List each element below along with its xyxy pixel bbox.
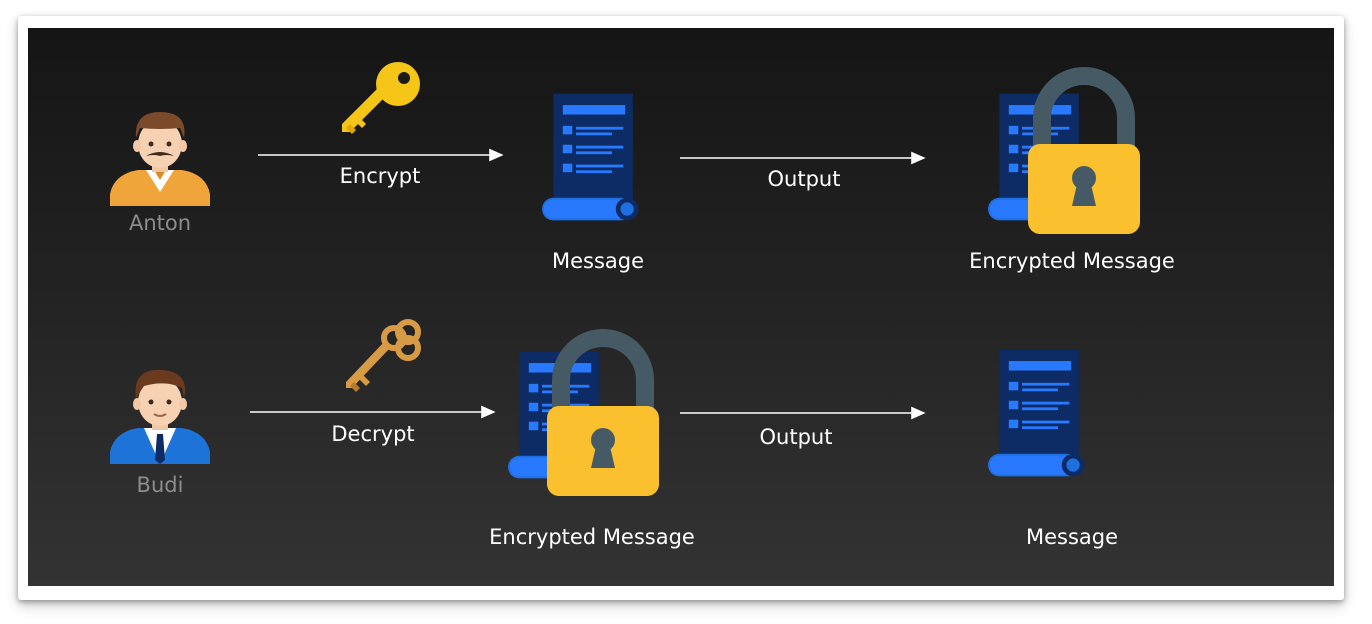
output-label-1: Output — [767, 167, 841, 191]
input-label-encrypted-message: Encrypted Message — [489, 525, 695, 549]
padlock-icon — [1028, 66, 1140, 234]
person-anton-icon — [110, 112, 210, 206]
result-label-encrypted-message: Encrypted Message — [969, 249, 1175, 273]
result-label-message: Message — [1025, 525, 1119, 549]
key-icon — [342, 62, 420, 134]
output-label-2: Output — [759, 425, 833, 449]
person-name-budi: Budi — [136, 473, 184, 497]
arrow-output-2 — [680, 406, 926, 420]
action-label-encrypt: Encrypt — [339, 164, 421, 188]
arrow-encrypt — [258, 148, 504, 162]
padlock-icon — [547, 328, 659, 496]
input-label-message: Message — [551, 249, 645, 273]
person-budi-icon — [110, 369, 210, 464]
arrow-output-1 — [680, 151, 926, 165]
document-icon — [988, 349, 1085, 477]
arrow-decrypt — [250, 405, 496, 419]
document-icon — [542, 93, 639, 221]
action-label-decrypt: Decrypt — [331, 422, 415, 446]
person-name-anton: Anton — [128, 211, 192, 235]
diagram-canvas: Anton Encrypt Message Output Encrypted M… — [28, 28, 1334, 586]
key-icon — [346, 319, 421, 392]
